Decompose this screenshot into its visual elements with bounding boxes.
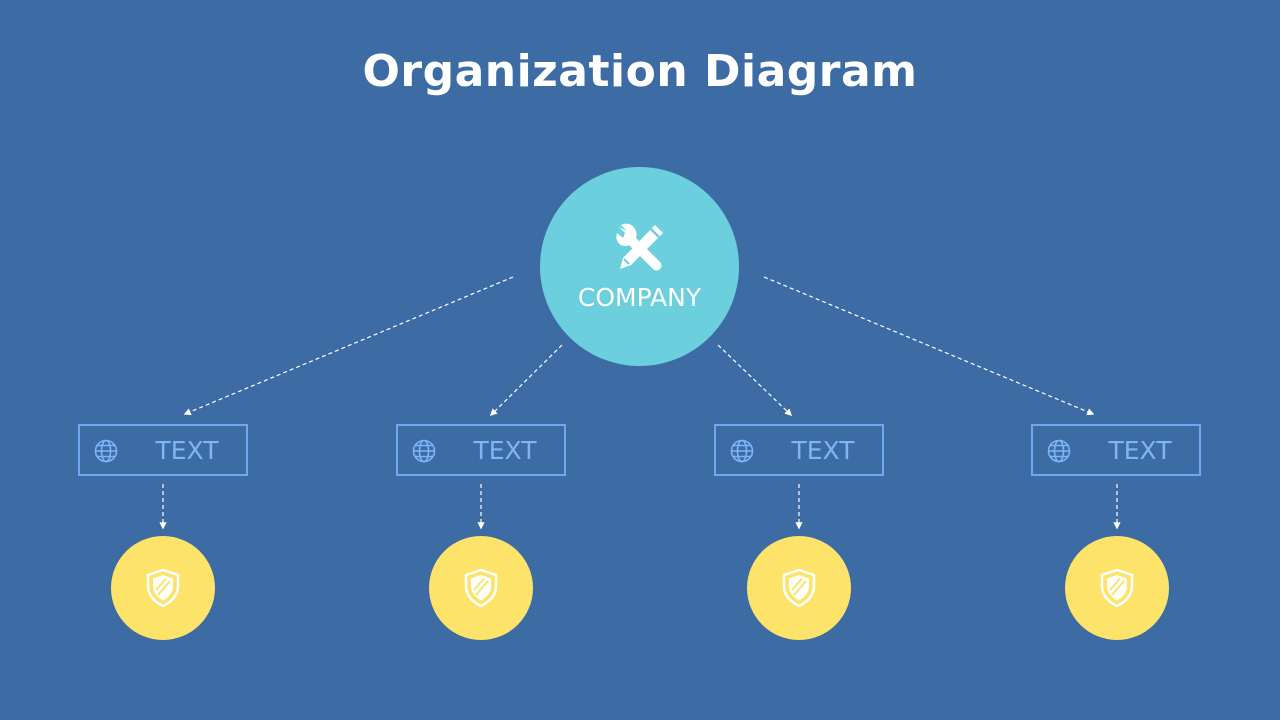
globe-icon	[412, 439, 436, 463]
text-box-1[interactable]: TEXT	[78, 424, 248, 476]
page-title: Organization Diagram	[362, 46, 918, 97]
text-box-3[interactable]: TEXT	[714, 424, 884, 476]
text-box-2[interactable]: TEXT	[396, 424, 566, 476]
shield-icon	[464, 569, 498, 607]
tools-icon	[616, 223, 663, 271]
text-box-4[interactable]: TEXT	[1031, 424, 1201, 476]
text-box-label: TEXT	[791, 436, 855, 465]
globe-icon	[1047, 439, 1071, 463]
connector-company-node-4	[763, 276, 1095, 416]
globe-icon	[730, 439, 754, 463]
connector-company-node-2	[489, 344, 563, 417]
shield-badge-3[interactable]	[747, 536, 851, 640]
text-box-label: TEXT	[1108, 436, 1172, 465]
globe-icon	[94, 439, 118, 463]
shield-badge-1[interactable]	[111, 536, 215, 640]
text-box-label: TEXT	[155, 436, 219, 465]
shield-badge-4[interactable]	[1065, 536, 1169, 640]
text-box-label: TEXT	[473, 436, 537, 465]
shield-icon	[1100, 569, 1134, 607]
company-label: COMPANY	[577, 283, 702, 312]
shield-icon	[782, 569, 816, 607]
connector-company-node-3	[717, 344, 793, 416]
shield-icon	[146, 569, 180, 607]
company-node[interactable]: COMPANY	[540, 167, 739, 366]
shield-badge-2[interactable]	[429, 536, 533, 640]
connector-company-node-1	[183, 276, 514, 416]
